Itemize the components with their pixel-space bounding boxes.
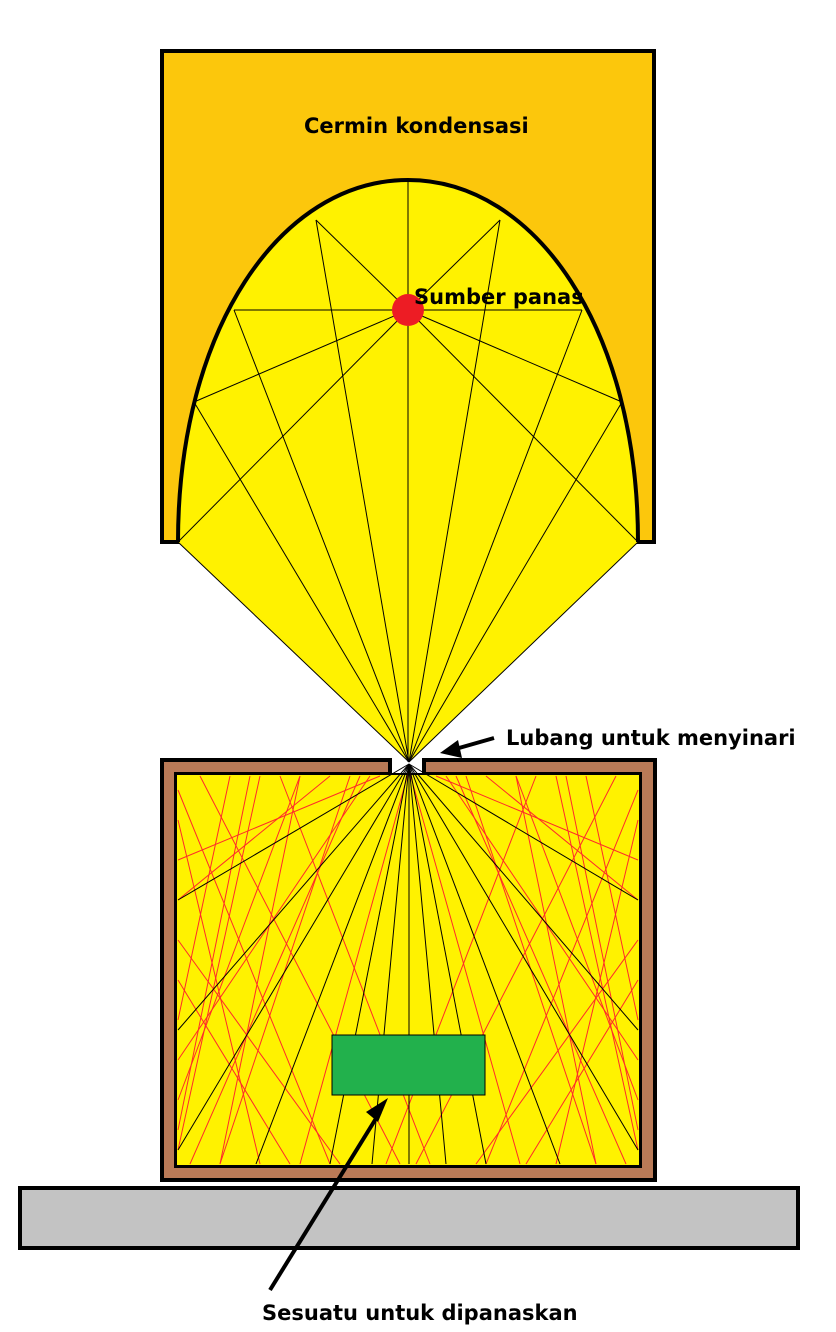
heat-source-dot	[392, 294, 424, 326]
target-object	[331, 1034, 486, 1096]
arrow-to-aperture	[440, 736, 495, 758]
reflector-outline	[176, 177, 640, 543]
label-target: Sesuatu untuk dipanaskan	[262, 1301, 578, 1325]
arrow-to-target	[268, 1098, 388, 1292]
scattered-rays	[177, 769, 639, 1165]
base-platform	[18, 1186, 800, 1250]
label-heat-source: Sumber panas	[414, 285, 584, 309]
reflector-rays	[177, 180, 639, 763]
box-interior	[175, 773, 641, 1167]
label-aperture: Lubang untuk menyinari	[506, 726, 796, 750]
label-mirror: Cermin kondensasi	[304, 114, 529, 138]
aperture-rays	[177, 763, 639, 1165]
